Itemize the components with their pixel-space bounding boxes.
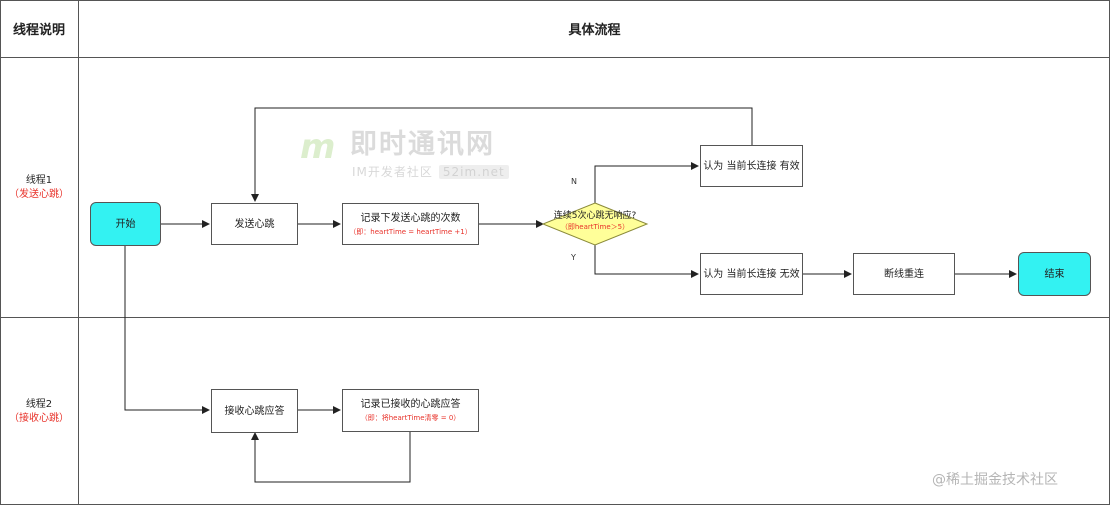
decision-diamond: [541, 202, 649, 246]
lane-label-thread2: 线程2 （接收心跳）: [0, 318, 78, 505]
lane-divider: [0, 317, 1110, 318]
branch-label-yes: Y: [571, 253, 576, 262]
header-lane-column: 线程说明: [12, 23, 65, 38]
edge-valid-loop-to-send: [251, 107, 753, 202]
node-start: 开始: [90, 202, 161, 246]
node-note: （即：heartTime = heartTime +1）: [349, 227, 472, 236]
node-record-receive: 记录已接收的心跳应答 （即：将heartTime清零 = 0）: [342, 389, 479, 432]
node-receive-ack: 接收心跳应答: [211, 389, 298, 433]
node-label: 记录已接收的心跳应答: [360, 399, 461, 410]
node-note: （即：将heartTime清零 = 0）: [360, 414, 461, 422]
lane-subtitle: （接收心跳）: [9, 412, 69, 424]
column-divider: [78, 0, 79, 505]
node-label: 连续5次心跳无响应?: [553, 211, 637, 221]
node-record-send-count: 记录下发送心跳的次数 （即：heartTime = heartTime +1）: [342, 203, 479, 245]
node-label: 记录下发送心跳的次数: [360, 212, 461, 224]
lane-title: 线程1: [25, 174, 53, 186]
node-note: （即heartTime＞5）: [560, 223, 630, 231]
header-flow-column: 具体流程: [568, 23, 621, 38]
branch-label-no: N: [571, 177, 577, 186]
header-divider: [0, 57, 1110, 58]
watermark-logo: m: [300, 127, 336, 167]
lane-subtitle: （发送心跳）: [9, 188, 69, 200]
edge-record-loop-to-receive: [251, 432, 411, 483]
watermark-title: 即时通讯网: [350, 129, 495, 160]
watermark-subtitle: IM开发者社区: [352, 165, 433, 179]
node-reconnect: 断线重连: [853, 253, 955, 295]
lane-title: 线程2: [25, 398, 53, 410]
node-end: 结束: [1018, 252, 1091, 296]
node-send-heartbeat: 发送心跳: [211, 203, 298, 245]
edge-decision-no-to-valid: [594, 162, 699, 204]
watermark-subtitle-row: IM开发者社区 52im.net: [352, 163, 509, 180]
edge-decision-yes-to-invalid: [594, 245, 699, 278]
watermark-site: 52im.net: [438, 164, 509, 179]
node-connection-invalid: 认为 当前长连接 无效: [700, 253, 803, 295]
watermark-corner: @稀土掘金技术社区: [932, 472, 1058, 488]
node-decision-text: 连续5次心跳无响应? （即heartTime＞5）: [543, 210, 647, 232]
edge-start-to-receive: [124, 246, 210, 414]
lane-label-thread1: 线程1 （发送心跳）: [0, 58, 78, 317]
node-connection-valid: 认为 当前长连接 有效: [700, 145, 803, 187]
